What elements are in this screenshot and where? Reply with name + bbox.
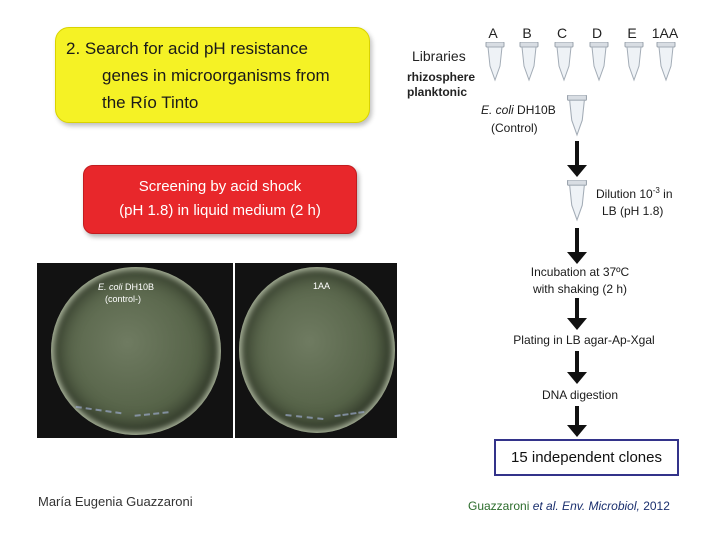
petri-dish-icon <box>51 267 221 435</box>
library-type-planktonic: planktonic <box>407 85 468 99</box>
microtube-icon <box>589 42 609 82</box>
down-arrow-icon <box>567 298 587 331</box>
microtube-icon <box>554 42 574 82</box>
title-line-2: genes in microorganisms from <box>102 66 330 85</box>
petri-dish-icon <box>239 267 395 433</box>
screening-line-2: (pH 1.8) in liquid medium (2 h) <box>119 202 321 219</box>
petri-dish-photo-1aa: 1AA <box>235 263 397 438</box>
citation: Guazzaroni et al. Env. Microbiol, 2012 <box>468 499 670 513</box>
plating-step: Plating in LB agar-Ap-Xgal <box>513 333 655 347</box>
microtube-icon <box>624 42 644 82</box>
photo-caption-control: E. coli DH10B <box>98 282 155 292</box>
microtube-icon <box>567 180 587 222</box>
library-label-1aa: 1AA <box>651 25 679 41</box>
control-label-2: (Control) <box>491 121 538 135</box>
microtube-icon <box>567 95 587 137</box>
dna-digestion-step: DNA digestion <box>541 388 619 402</box>
microtube-icon <box>519 42 539 82</box>
microtube-icon <box>485 42 505 82</box>
library-label-d: D <box>591 25 603 41</box>
library-label-a: A <box>488 25 498 41</box>
library-label-c: C <box>556 25 568 41</box>
petri-dish-photo-control: E. coli DH10B (control-) <box>37 263 233 438</box>
dilution-step-2: LB (pH 1.8) <box>602 204 664 218</box>
title-line-3: the Río Tinto <box>102 93 199 112</box>
library-label-e: E <box>627 25 637 41</box>
down-arrow-icon <box>567 141 587 177</box>
down-arrow-icon <box>567 351 587 385</box>
photo-caption-1aa: 1AA <box>313 281 331 291</box>
photo-caption-control-2: (control-) <box>105 294 142 304</box>
control-label: E. coli DH10B <box>481 103 556 117</box>
title-line-1: 2. Search for acid pH resistance <box>66 39 308 58</box>
author-name: María Eugenia Guazzaroni <box>38 494 193 509</box>
title-box: 2. Search for acid pH resistance genes i… <box>55 27 370 123</box>
result-text: 15 independent clones <box>511 449 662 466</box>
down-arrow-icon <box>567 406 587 438</box>
screening-box: Screening by acid shock (pH 1.8) in liqu… <box>83 165 357 234</box>
libraries-heading: Libraries <box>412 48 466 64</box>
microtube-icon <box>656 42 676 82</box>
dilution-step: Dilution 10-3 in <box>596 186 673 201</box>
incubation-step-2: with shaking (2 h) <box>532 282 628 296</box>
down-arrow-icon <box>567 228 587 264</box>
result-box: 15 independent clones <box>494 439 679 476</box>
incubation-step: Incubation at 37ºC <box>530 265 630 279</box>
screening-line-1: Screening by acid shock <box>138 178 302 195</box>
library-label-b: B <box>522 25 532 41</box>
library-type-rhizosphere: rhizosphere <box>407 70 476 84</box>
